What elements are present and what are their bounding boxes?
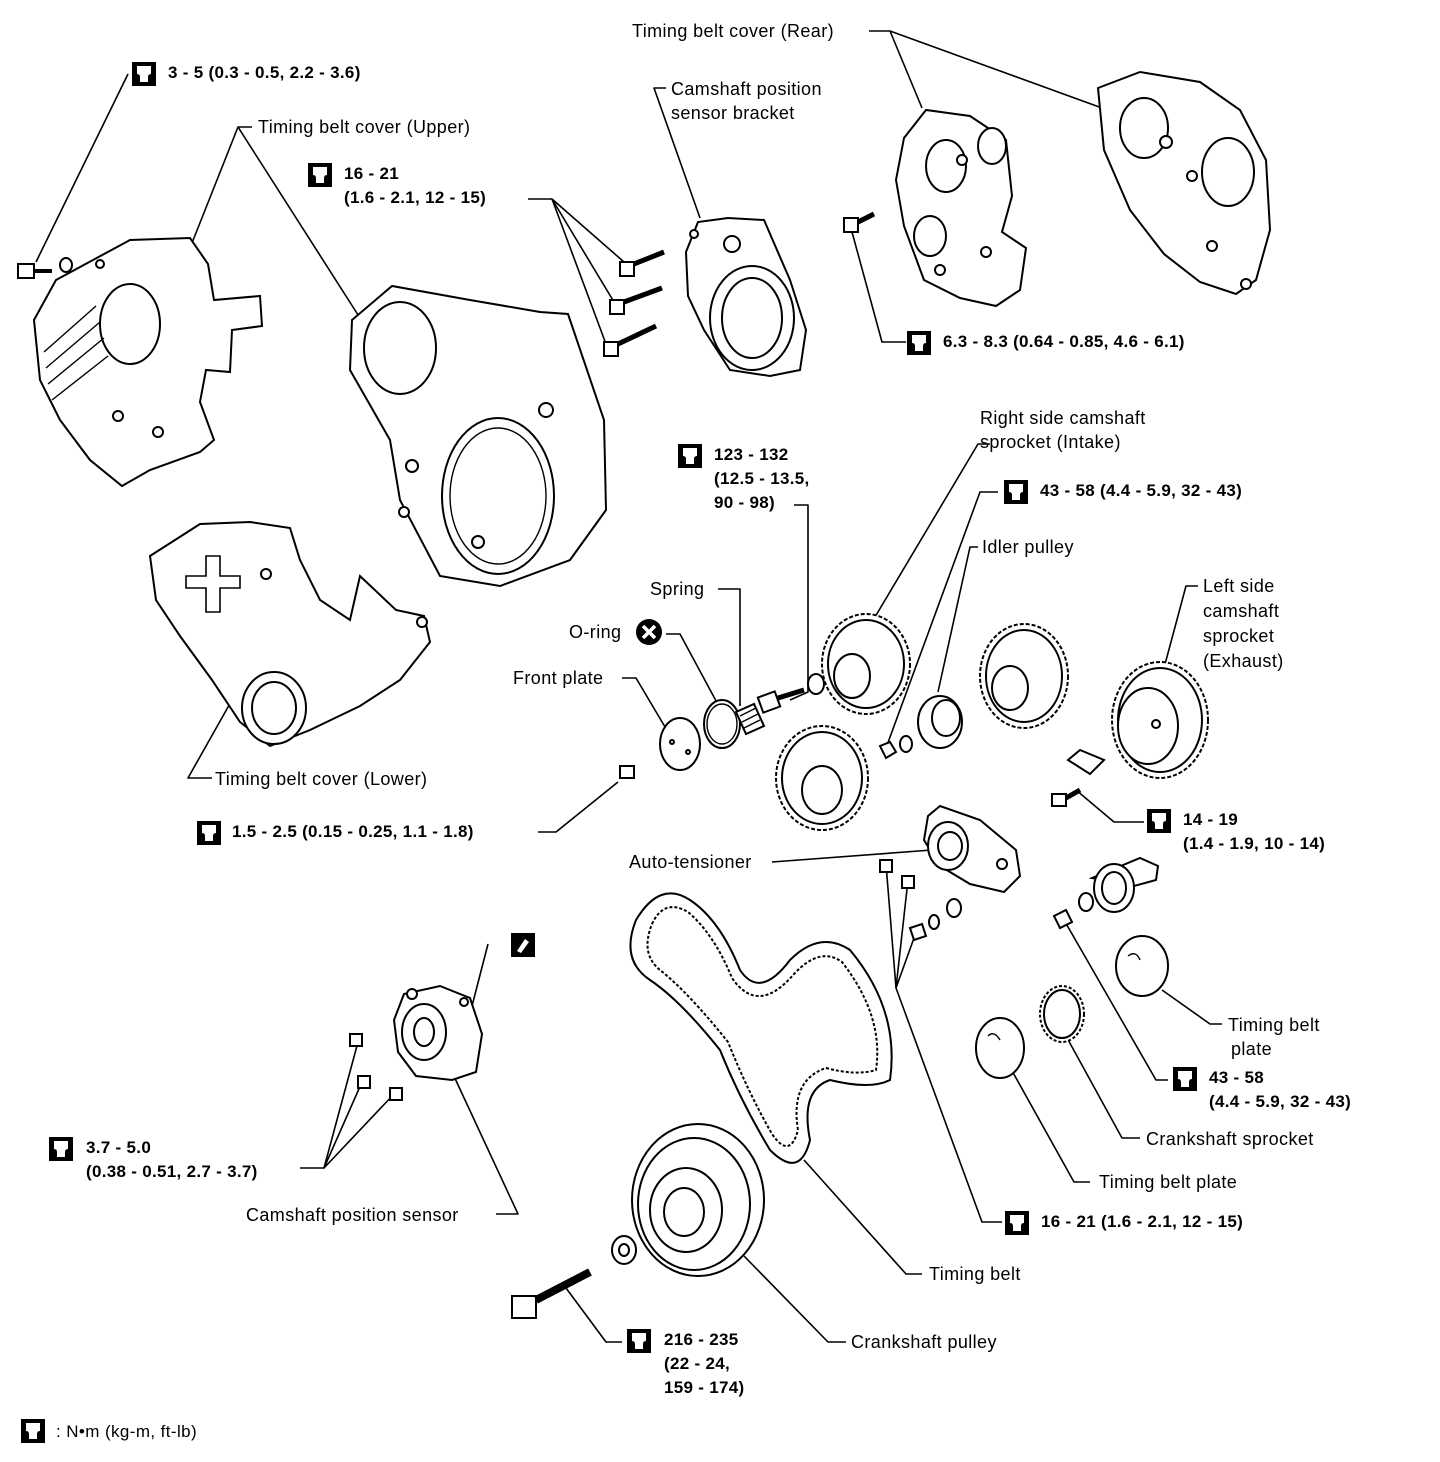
timing-belt-cover-front (348, 284, 608, 588)
timing-belt-shape (629, 892, 893, 1164)
torque-line: 16 - 21 (344, 164, 400, 183)
label-camshaft-position-sensor: Camshaft position sensor (246, 1205, 459, 1225)
label-timing-belt-cover-lower: Timing belt cover (Lower) (215, 769, 428, 789)
torque-spec-t3: 6.3 - 8.3 (0.64 - 0.85, 4.6 - 6.1) (943, 332, 1185, 351)
label-line: Camshaft position (671, 79, 822, 99)
sealant-icon (511, 933, 535, 957)
label-timing-belt-plate-upper: Timing belt plate (1228, 1013, 1320, 1061)
idler-pulley (878, 695, 963, 760)
label-timing-belt: Timing belt (929, 1264, 1021, 1284)
label-line: (Exhaust) (1203, 651, 1284, 671)
label-crankshaft-pulley: Crankshaft pulley (851, 1332, 997, 1352)
timing-belt-cover-rear-left (894, 108, 1028, 308)
label-spring: Spring (650, 579, 705, 599)
torque-line: 216 - 235 (664, 1330, 739, 1349)
torque-wrench-icon (1173, 1067, 1197, 1091)
torque-spec-t9: 3.7 - 5.0 (0.38 - 0.51, 2.7 - 3.7) (86, 1136, 258, 1184)
torque-wrench-icon (132, 62, 156, 86)
label-line: sprocket (1203, 626, 1275, 646)
label-camshaft-sensor-bracket: Camshaft position sensor bracket (671, 77, 822, 125)
label-line: Right side camshaft (980, 408, 1146, 428)
torque-wrench-icon (49, 1137, 73, 1161)
label-line: sprocket (Intake) (980, 432, 1121, 452)
label-idler-pulley: Idler pulley (982, 537, 1074, 557)
legend-units: : N•m (kg-m, ft-lb) (56, 1422, 198, 1441)
torque-spec-t1: 3 - 5 (0.3 - 0.5, 2.2 - 3.6) (168, 63, 361, 82)
torque-wrench-icon (197, 821, 221, 845)
torque-spec-t2: 16 - 21 (1.6 - 2.1, 12 - 15) (344, 162, 486, 210)
crankshaft-pulley (511, 1123, 765, 1319)
torque-line: (1.4 - 1.9, 10 - 14) (1183, 834, 1326, 853)
label-right-camshaft-sprocket: Right side camshaft sprocket (Intake) (980, 406, 1146, 454)
bolt-t1 (17, 257, 73, 279)
torque-line: (1.6 - 2.1, 12 - 15) (344, 188, 487, 207)
label-line: Left side (1203, 576, 1275, 596)
torque-wrench-icon (678, 444, 702, 468)
crankshaft-sprocket-part (1039, 985, 1085, 1043)
torque-line: 43 - 58 (1209, 1068, 1265, 1087)
bolts-t2 (603, 249, 665, 357)
label-front-plate: Front plate (513, 668, 604, 688)
timing-belt-cover-lower (148, 520, 432, 748)
label-timing-belt-cover-upper: Timing belt cover (Upper) (258, 117, 471, 137)
torque-spec-t11: 216 - 235 (22 - 24, 159 - 174) (664, 1328, 745, 1400)
torque-spec-t7: 14 - 19 (1.4 - 1.9, 10 - 14) (1183, 808, 1325, 856)
torque-spec-t10: 16 - 21 (1.6 - 2.1, 12 - 15) (1041, 1212, 1244, 1231)
label-line: sensor bracket (671, 103, 795, 123)
label-line: plate (1231, 1039, 1273, 1059)
torque-line: (12.5 - 13.5, (714, 469, 810, 488)
torque-line: 3.7 - 5.0 (86, 1138, 152, 1157)
torque-wrench-icon (907, 331, 931, 355)
label-auto-tensioner: Auto-tensioner (629, 852, 752, 872)
torque-line: (0.38 - 0.51, 2.7 - 3.7) (86, 1162, 258, 1181)
torque-line: (22 - 24, (664, 1354, 731, 1373)
torque-spec-t8: 43 - 58 (4.4 - 5.9, 32 - 43) (1209, 1066, 1351, 1114)
camshaft-position-sensor (349, 984, 484, 1101)
label-line: Timing belt (1228, 1015, 1320, 1035)
torque-wrench-icon (1147, 809, 1171, 833)
right-idler-parts (1052, 856, 1160, 930)
torque-wrench-icon (1005, 1211, 1029, 1235)
torque-line: 90 - 98) (714, 493, 775, 512)
timing-belt-cover-upper (32, 236, 264, 488)
right-camshaft-sprocket (821, 613, 911, 715)
auto-tensioner (879, 804, 1022, 942)
upper-mid-sprocket (979, 623, 1069, 729)
leader-lines (35, 30, 1222, 1343)
torque-wrench-icon (627, 1329, 651, 1353)
timing-belt-plate-lower-part (975, 1017, 1025, 1079)
replace-part-icon (636, 619, 662, 645)
torque-line: 14 - 19 (1183, 810, 1239, 829)
timing-belt-cover-rear-right (1096, 70, 1272, 296)
bolt-t3 (843, 211, 876, 233)
label-timing-belt-cover-rear: Timing belt cover (Rear) (632, 21, 834, 41)
torque-spec-t5: 43 - 58 (4.4 - 5.9, 32 - 43) (1040, 481, 1243, 500)
torque-wrench-icon (1004, 480, 1028, 504)
torque-wrench-icon (21, 1419, 45, 1443)
lower-left-sprocket (775, 725, 869, 831)
left-camshaft-sprocket (1051, 661, 1209, 807)
torque-line: 159 - 174) (664, 1378, 745, 1397)
torque-spec-t4: 123 - 132 (12.5 - 13.5, 90 - 98) (714, 443, 810, 515)
torque-spec-t6: 1.5 - 2.5 (0.15 - 0.25, 1.1 - 1.8) (232, 822, 474, 841)
torque-line: (4.4 - 5.9, 32 - 43) (1209, 1092, 1352, 1111)
torque-wrench-icon (308, 163, 332, 187)
label-crankshaft-sprocket: Crankshaft sprocket (1146, 1129, 1314, 1149)
label-timing-belt-plate-lower: Timing belt plate (1099, 1172, 1238, 1192)
front-plate-assembly (619, 673, 825, 779)
label-left-camshaft-sprocket: Left side camshaft sprocket (Exhaust) (1203, 574, 1284, 674)
label-o-ring: O-ring (569, 622, 622, 642)
camshaft-sensor-bracket (684, 216, 808, 378)
torque-line: 123 - 132 (714, 445, 789, 464)
label-line: camshaft (1203, 601, 1280, 621)
timing-belt-plate-upper-part (1115, 935, 1169, 997)
